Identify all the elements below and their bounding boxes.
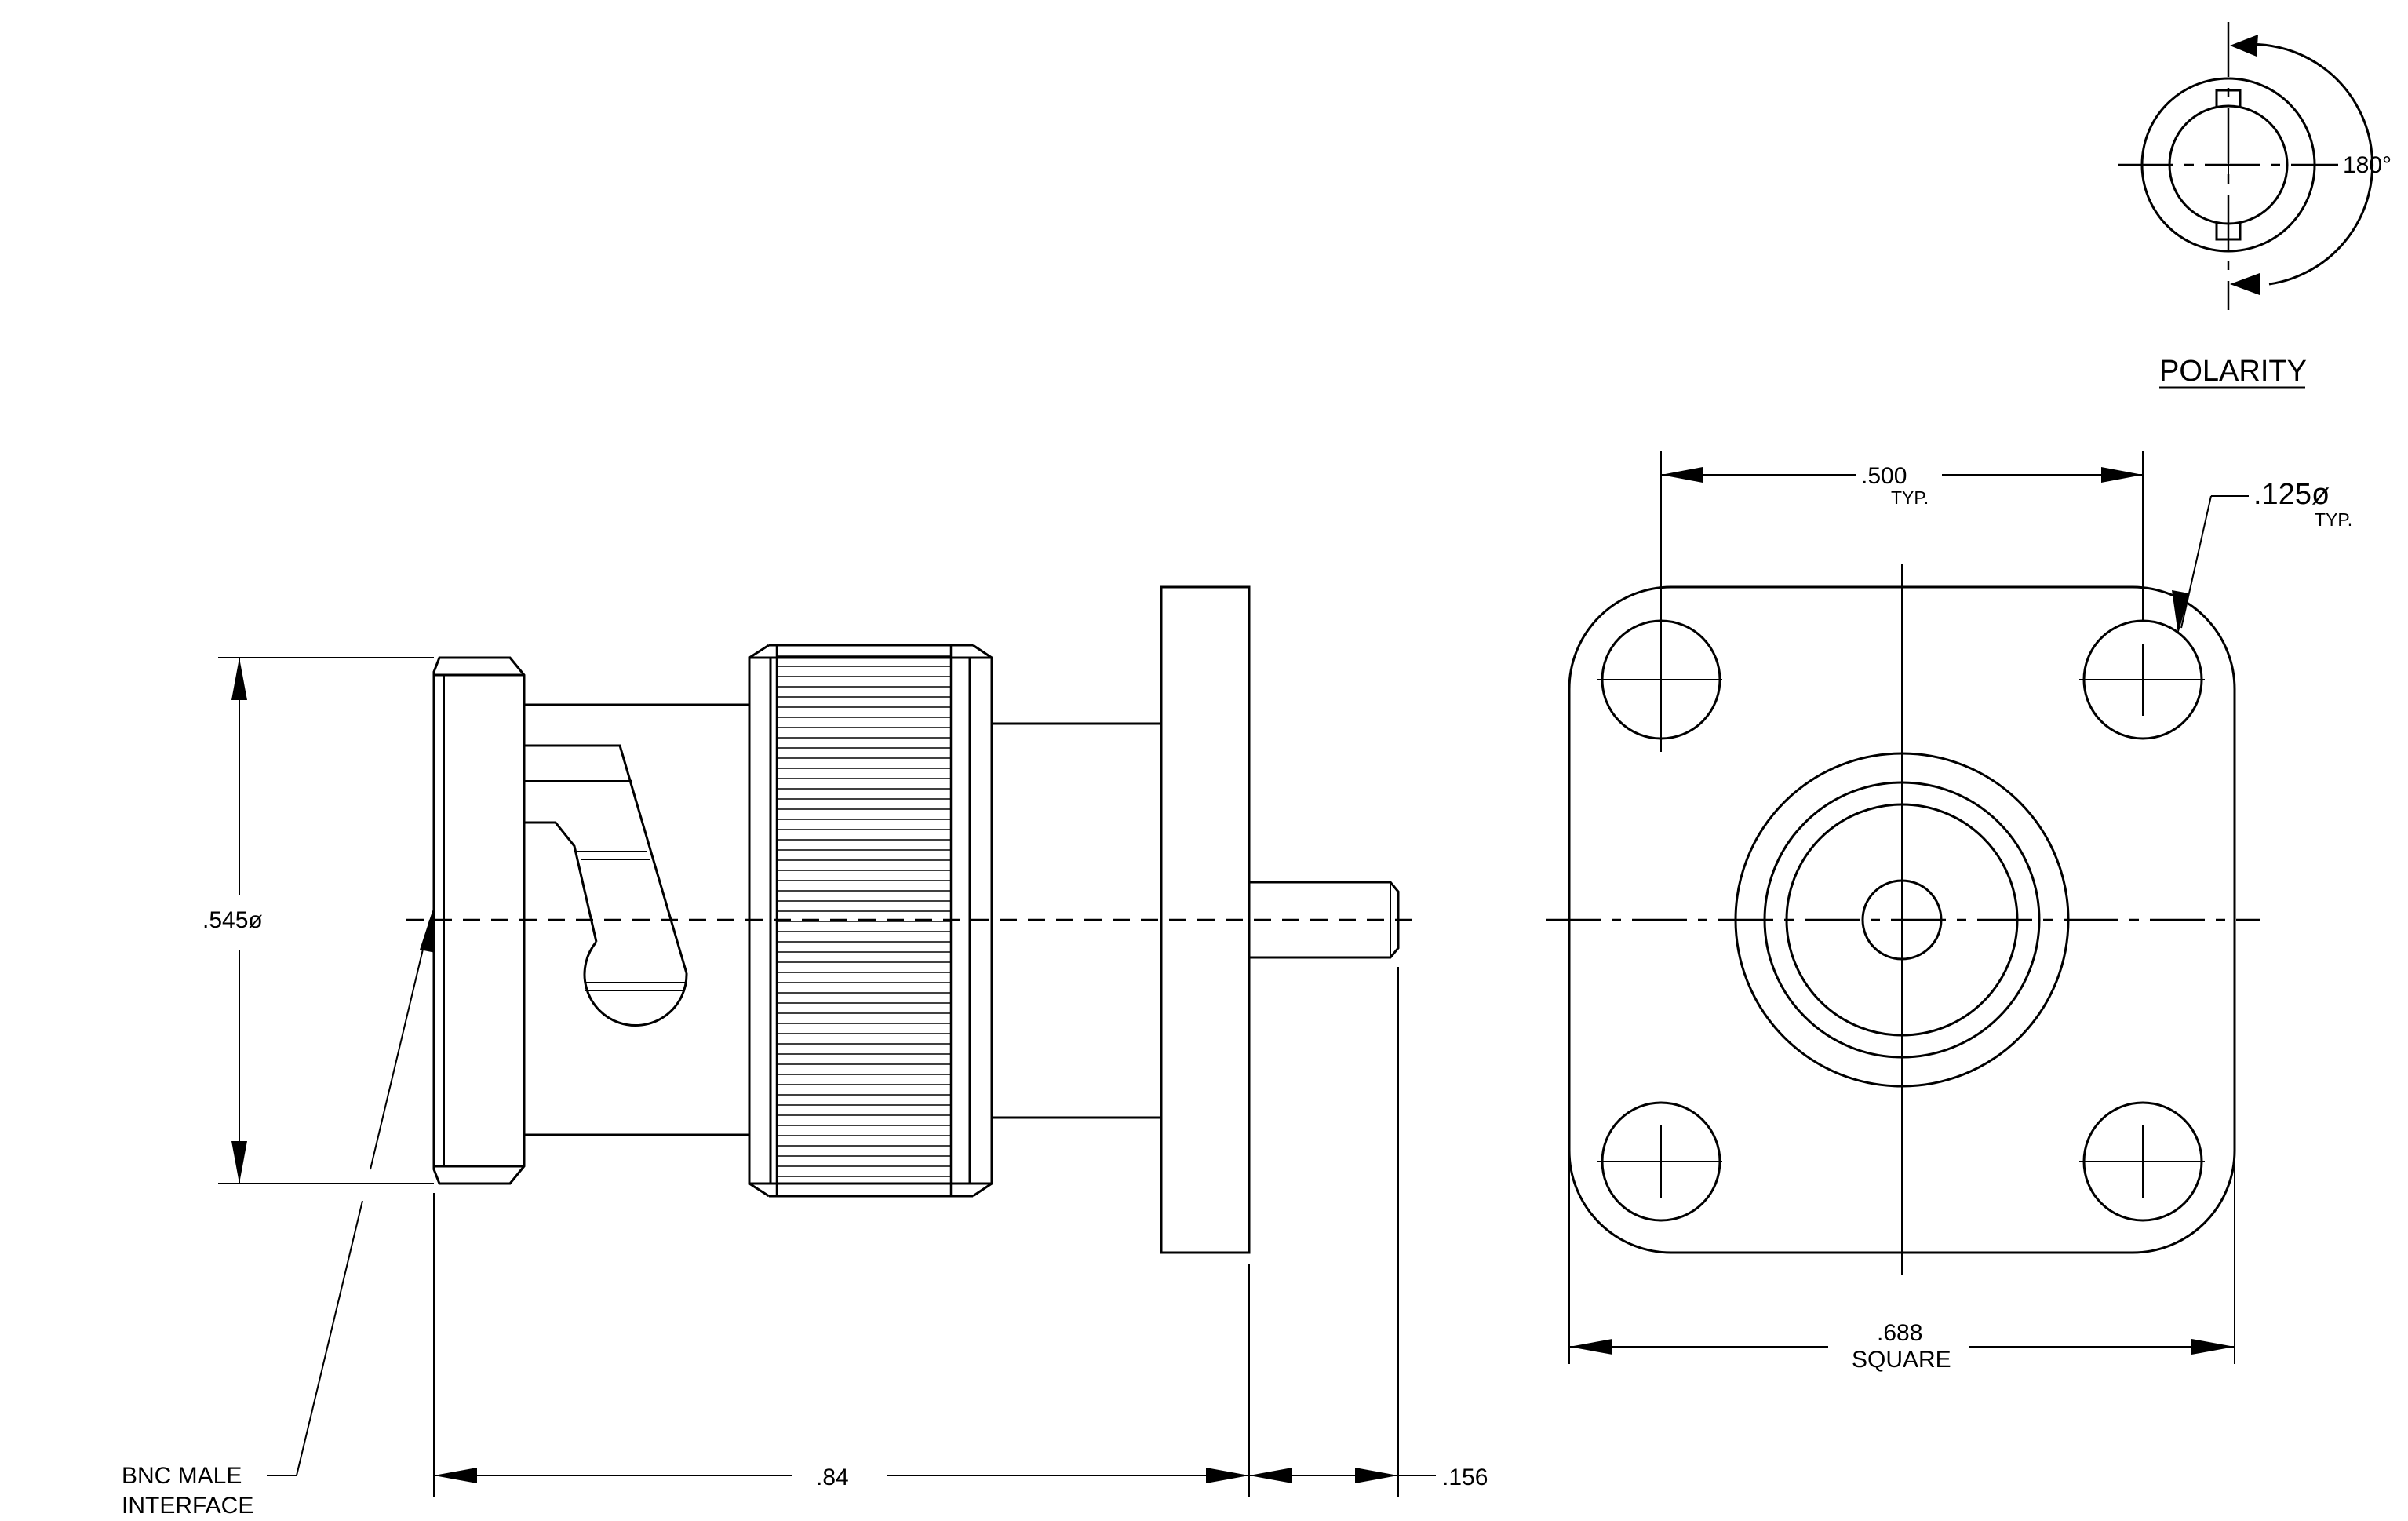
flange-size-label: .688 [1877,1320,1922,1346]
polarity-view: 180° POLARITY [2118,22,2392,389]
knurled-nut [748,644,993,1198]
length-label: .84 [816,1464,849,1490]
hole-spacing-note: TYP. [1891,487,1929,508]
polarity-title: POLARITY [2159,355,2307,388]
rear-body [992,722,1161,1119]
knurl-lines [777,655,951,1177]
side-flange [1160,585,1251,1254]
contact-pin [1249,881,1400,959]
polarity-angle-label: 180° [2343,152,2392,178]
interface-label-line2: INTERFACE [122,1493,253,1519]
hole-diameter-label: .125ø [2253,478,2330,511]
mount-hole-top-left [1597,619,1722,740]
hole-spacing-label: .500 [1861,463,1907,489]
pin-length-label: .156 [1442,1464,1488,1490]
side-view: .545ø BNC MALE INTERFACE .84 .156 [122,585,1488,1519]
mount-hole-top-right [2079,619,2205,740]
outer-body-circle [1734,752,2070,1088]
diameter-label: .545ø [202,907,263,933]
mount-hole-bottom-right [2079,1101,2205,1222]
flange-size-note: SQUARE [1852,1347,1951,1373]
center-contact-circle [1861,879,1943,961]
front-view: .500 TYP. .125ø TYP. .688 SQUARE [1546,451,2352,1373]
interface-label-line1: BNC MALE [122,1463,242,1489]
mount-hole-bottom-left [1597,1101,1722,1222]
front-coupling-ring [432,656,526,1185]
hole-diameter-note: TYP. [2315,509,2352,530]
bayonet-sleeve [524,703,749,1136]
